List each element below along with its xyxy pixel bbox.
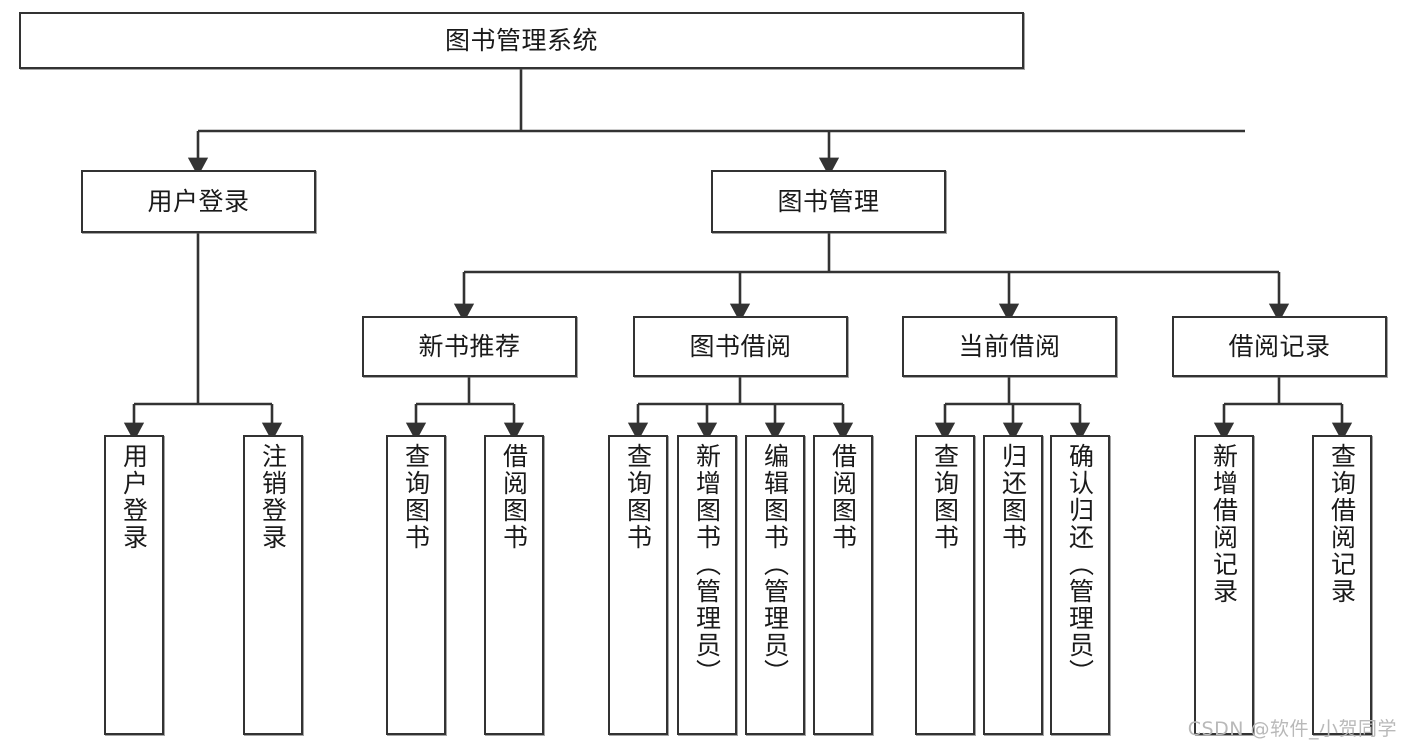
node-label: 查询图书 [401,443,431,551]
node-leaf-borrow-book[interactable]: 借阅图书 [813,435,873,735]
node-label: 图书管理 [777,186,880,216]
node-current-borrow[interactable]: 当前借阅 [902,316,1117,377]
node-leaf-edit-book-admin[interactable]: 编辑图书（管理员） [745,435,805,735]
node-borrow-record[interactable]: 借阅记录 [1172,316,1387,377]
watermark-text: CSDN @软件_小贺同学 [1187,718,1397,740]
node-label: 借阅图书 [499,443,529,551]
node-label: 新增图书（管理员） [692,443,722,686]
node-label: 注销登录 [258,443,288,551]
node-root-system[interactable]: 图书管理系统 [19,12,1024,69]
node-leaf-confirm-return-admin[interactable]: 确认归还（管理员） [1050,435,1110,735]
node-leaf-query-borrow-record[interactable]: 查询借阅记录 [1312,435,1372,735]
node-new-book-recommend[interactable]: 新书推荐 [362,316,577,377]
node-label: 编辑图书（管理员） [760,443,790,686]
node-label: 图书借阅 [689,331,792,361]
node-label: 用户登录 [119,443,149,551]
node-label: 借阅图书 [828,443,858,551]
node-leaf-return-book[interactable]: 归还图书 [983,435,1043,735]
node-leaf-user-login[interactable]: 用户登录 [104,435,164,735]
node-user-login[interactable]: 用户登录 [81,170,316,233]
node-leaf-query-book-borrow[interactable]: 查询图书 [608,435,668,735]
node-label: 新增借阅记录 [1209,443,1239,605]
node-label: 归还图书 [998,443,1028,551]
node-leaf-add-book-admin[interactable]: 新增图书（管理员） [677,435,737,735]
node-label: 用户登录 [147,186,250,216]
node-label: 确认归还（管理员） [1065,443,1095,686]
node-label: 查询图书 [930,443,960,551]
node-book-management[interactable]: 图书管理 [711,170,946,233]
node-leaf-query-book-recommend[interactable]: 查询图书 [386,435,446,735]
node-book-borrow[interactable]: 图书借阅 [633,316,848,377]
node-label: 当前借阅 [958,331,1061,361]
node-leaf-add-borrow-record[interactable]: 新增借阅记录 [1194,435,1254,735]
node-label: 借阅记录 [1228,331,1331,361]
node-label: 查询借阅记录 [1327,443,1357,605]
node-leaf-query-book-current[interactable]: 查询图书 [915,435,975,735]
node-leaf-borrow-book-recommend[interactable]: 借阅图书 [484,435,544,735]
node-leaf-logout[interactable]: 注销登录 [243,435,303,735]
node-label: 图书管理系统 [444,25,598,55]
node-label: 新书推荐 [418,331,521,361]
node-label: 查询图书 [623,443,653,551]
